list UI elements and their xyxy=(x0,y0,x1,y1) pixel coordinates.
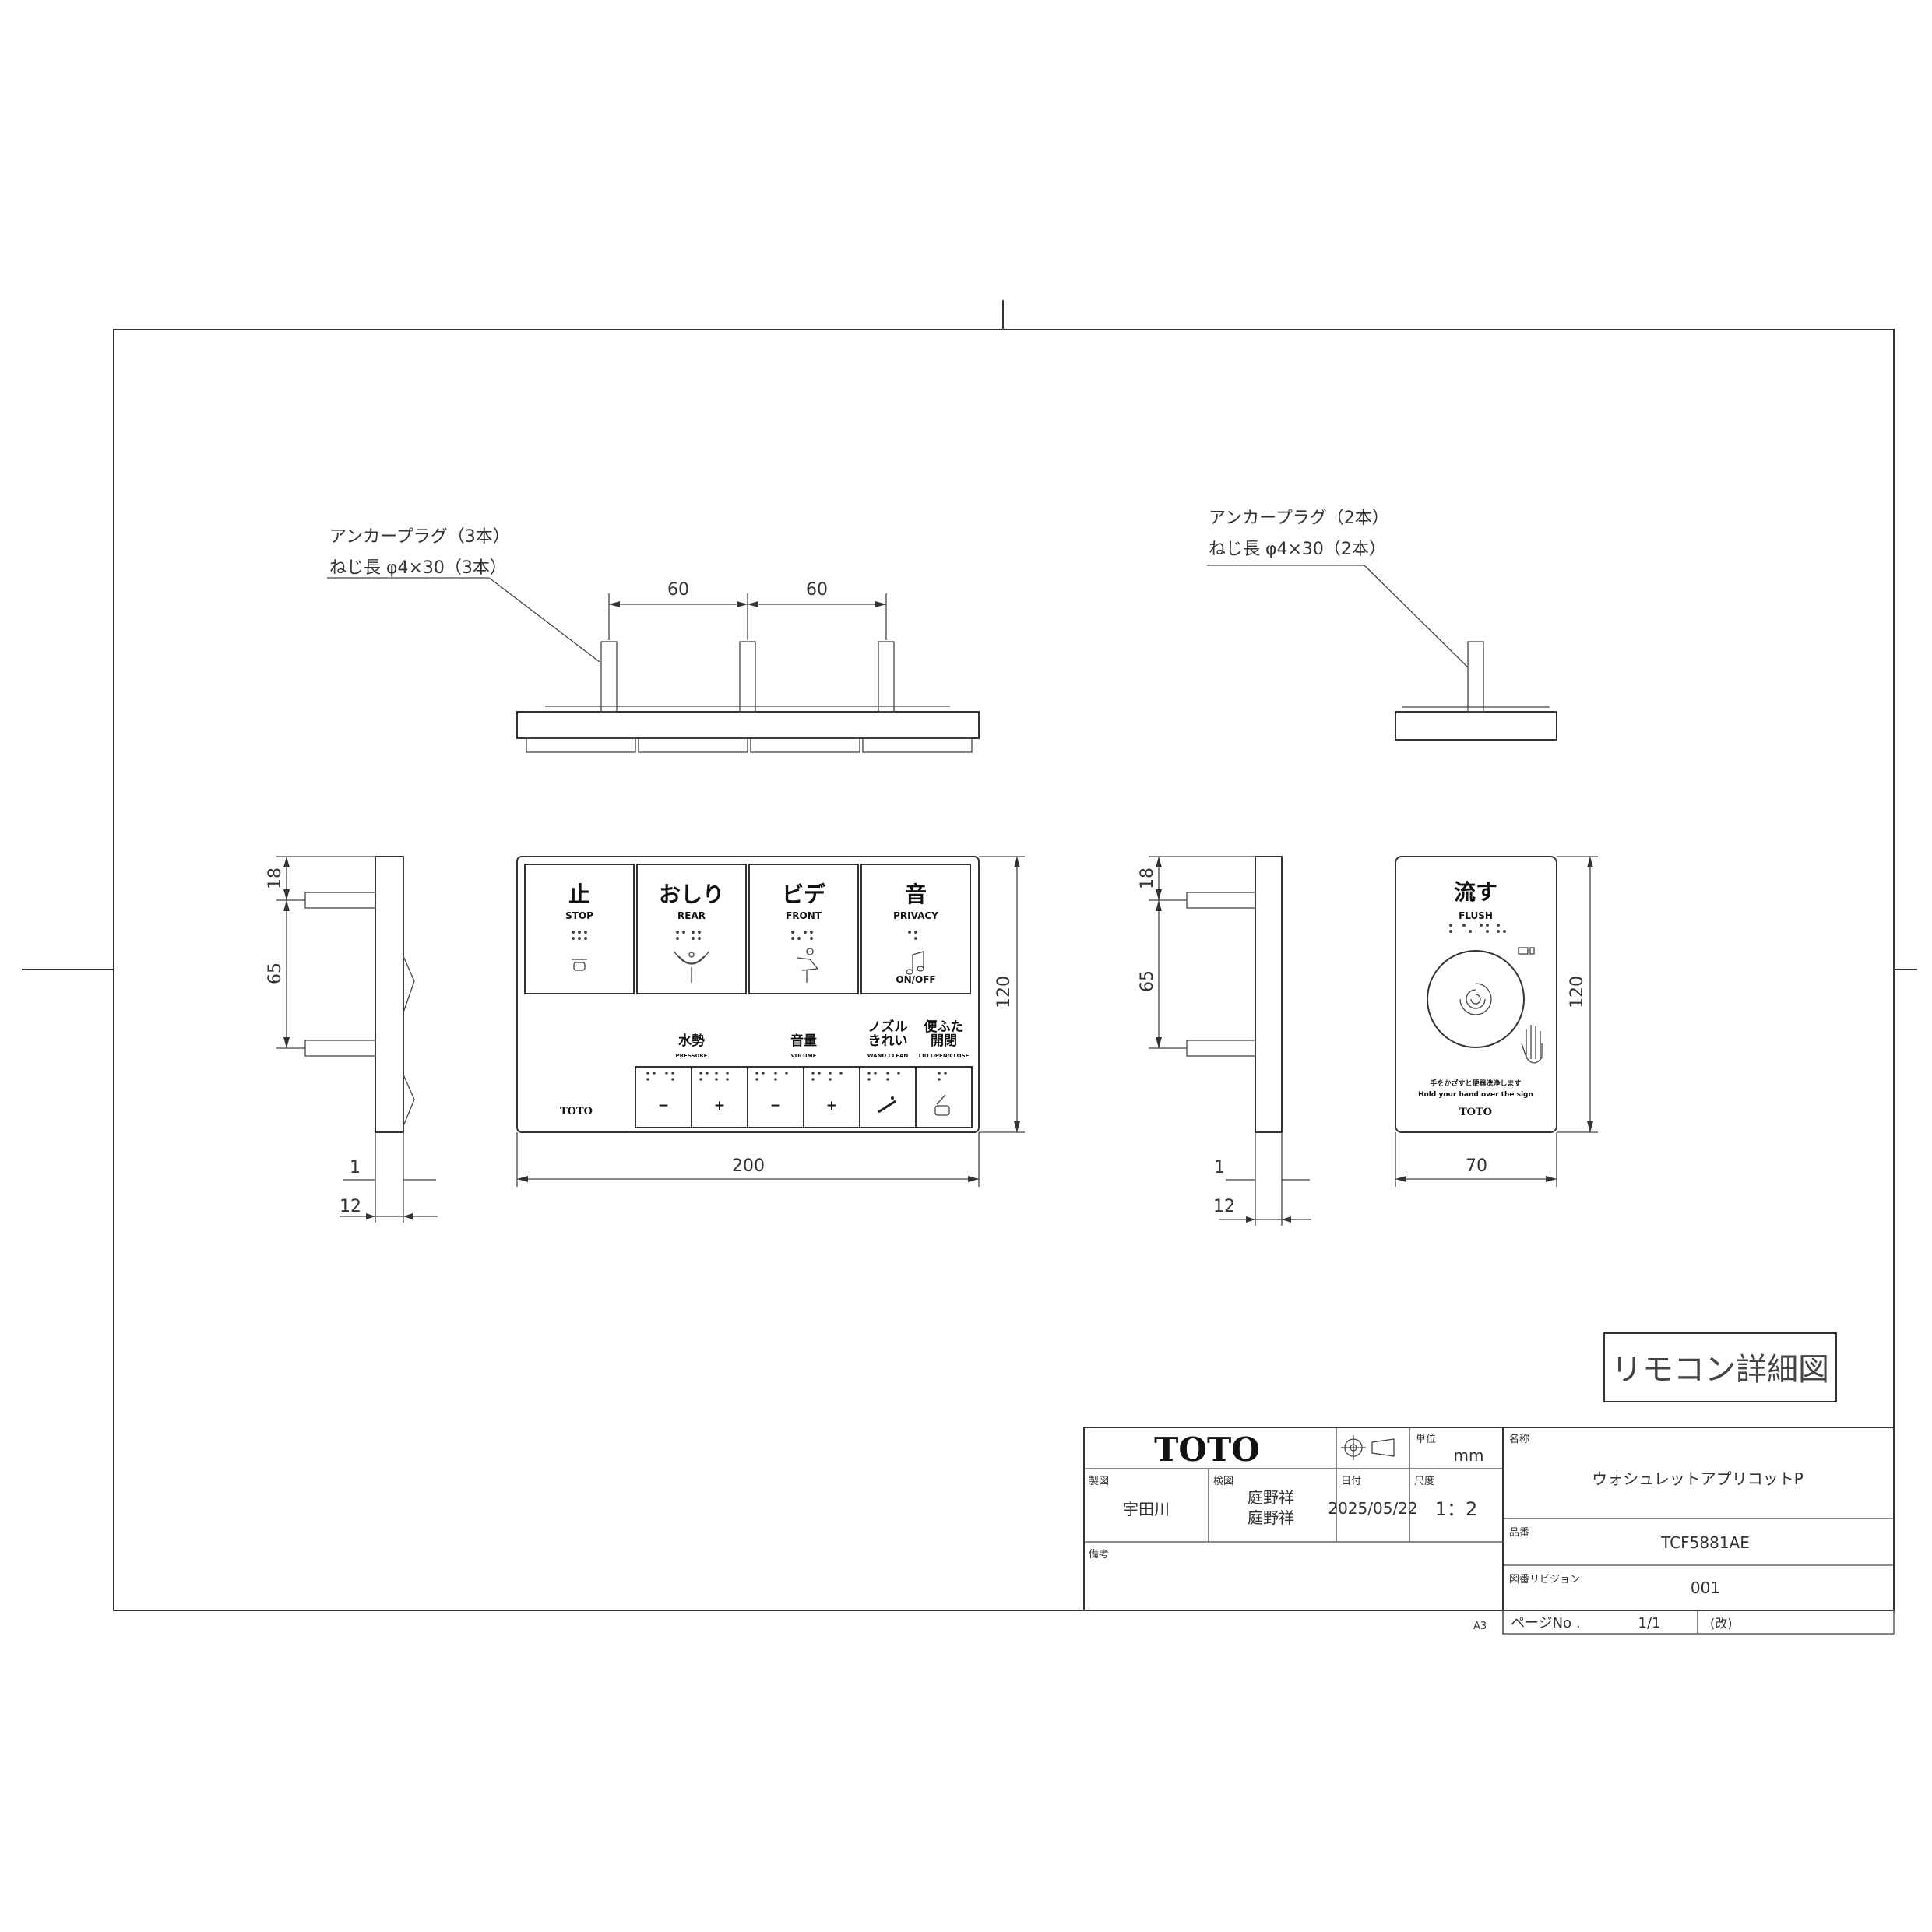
flush-remote-labels: 流す FLUSH 手をかざすと便器洗浄します Hold your hand ov… xyxy=(1418,879,1533,1118)
lid-open-icon xyxy=(934,1094,950,1116)
dim-top-60-b: 60 xyxy=(806,580,828,600)
tb-date-label: 日付 xyxy=(1341,1476,1361,1487)
tb-drafter-value: 宇田川 xyxy=(1123,1500,1170,1519)
battery-icon xyxy=(1518,947,1535,955)
note-anchor-3-line1: アンカープラグ（3本） xyxy=(329,527,510,547)
tb-remarks-label: 備考 xyxy=(1089,1548,1109,1561)
tb-date-value: 2025/05/22 xyxy=(1328,1499,1417,1518)
sheet-border xyxy=(113,329,1895,1611)
btn-privacy-onoff: ON/OFF xyxy=(896,974,935,985)
hand-icon xyxy=(1521,1025,1543,1064)
tb-name-value: ウォシュレットアプリコットP xyxy=(1592,1469,1804,1488)
tb-part-label: 品番 xyxy=(1509,1527,1529,1539)
tb-unit-value: mm xyxy=(1454,1446,1484,1465)
flush-sensor-circle xyxy=(1427,950,1525,1048)
btn-stop-jp: 止 xyxy=(568,882,590,907)
bidet-spray-icon xyxy=(797,948,819,983)
dim-main-120: 120 xyxy=(994,976,1014,1008)
label-wand-jp1: ノズル xyxy=(868,1019,908,1035)
music-note-icon xyxy=(906,951,924,975)
tb-revision-label: 図番リビジョン xyxy=(1509,1574,1580,1585)
btn-rear-en: REAR xyxy=(677,910,706,921)
tb-page-value: 1/1 xyxy=(1638,1615,1661,1631)
tb-part-value: TCF5881AE xyxy=(1660,1533,1750,1552)
title-box-frame xyxy=(1603,1332,1837,1402)
rear-spray-icon xyxy=(674,951,709,983)
tb-scale-label: 尺度 xyxy=(1414,1475,1434,1487)
label-lid-en: LID OPEN/CLOSE xyxy=(919,1053,970,1059)
flush-jp: 流す xyxy=(1454,879,1497,905)
flush-logo: TOTO xyxy=(1459,1107,1492,1118)
dim-flush-120: 120 xyxy=(1568,976,1587,1008)
btn-privacy-en: PRIVACY xyxy=(893,910,938,921)
dim-side2-18: 18 xyxy=(1138,867,1157,889)
title-block: TOTO 単位 mm 名称 ウォシュレットアプリコットP 製図 宇田川 検図 庭… xyxy=(1083,1427,1895,1635)
tb-logo: TOTO xyxy=(1154,1431,1260,1469)
front-view-flush: 120 70 xyxy=(1395,856,1598,1187)
btn-stop-en: STOP xyxy=(565,910,593,921)
tb-drafter-label: 製図 xyxy=(1089,1476,1109,1487)
projection-symbol-icon xyxy=(1341,1435,1395,1460)
dim-side2-12: 12 xyxy=(1213,1197,1235,1216)
label-pressure-jp: 水勢 xyxy=(678,1033,705,1049)
tb-checker-value-2: 庭野祥 xyxy=(1248,1508,1294,1527)
tb-scale-value: 1：2 xyxy=(1435,1498,1478,1520)
label-volume-en: VOLUME xyxy=(791,1053,817,1059)
tb-revision-value: 001 xyxy=(1691,1578,1720,1597)
dim-side-1: 1 xyxy=(350,1158,361,1177)
dim-main-200: 200 xyxy=(732,1156,765,1176)
dim-side-18: 18 xyxy=(266,867,285,889)
swirl-icon xyxy=(1459,983,1492,1015)
flush-hint-en: Hold your hand over the sign xyxy=(1418,1091,1533,1099)
btn-privacy-jp: 音 xyxy=(905,882,927,907)
wand-clean-icon xyxy=(878,1096,896,1114)
btn-front-en: FRONT xyxy=(786,910,822,921)
tb-page-suffix: (改) xyxy=(1710,1616,1733,1631)
note-anchor-2-line1: アンカープラグ（2本） xyxy=(1209,509,1389,528)
dim-side-12: 12 xyxy=(340,1197,361,1216)
btn-volume-minus: − xyxy=(770,1098,781,1114)
top-view-main: 60 60 アンカープラグ（3本） ねじ長 φ4×30（3本） xyxy=(327,527,980,753)
label-wand-en: WAND CLEAN xyxy=(867,1053,909,1059)
flush-hint-jp: 手をかざすと便器洗浄します xyxy=(1430,1079,1521,1088)
tb-checker-label: 検図 xyxy=(1213,1476,1233,1487)
label-lid-jp1: 便ふた xyxy=(924,1019,964,1035)
btn-front-jp: ビデ xyxy=(782,882,826,907)
tb-unit-label: 単位 xyxy=(1416,1433,1436,1445)
btn-volume-plus: + xyxy=(826,1098,837,1114)
main-remote-labels: 止 STOP おしり REAR ビデ FRONT 音 PRIVACY ON/OF… xyxy=(560,882,970,1117)
label-volume-jp: 音量 xyxy=(790,1033,817,1049)
main-remote-logo: TOTO xyxy=(560,1106,593,1117)
tb-name-label: 名称 xyxy=(1509,1433,1529,1445)
title-box-text: リモコン詳細図 xyxy=(1611,1352,1829,1388)
top-view-flush: アンカープラグ（2本） ねじ長 φ4×30（2本） xyxy=(1207,509,1557,741)
btn-pressure-minus: − xyxy=(658,1098,669,1114)
side-view-flush: 18 65 1 12 xyxy=(1138,856,1311,1226)
tb-checker-value-1: 庭野祥 xyxy=(1248,1488,1294,1507)
tb-sheet-size: A3 xyxy=(1473,1621,1487,1632)
btn-rear-jp: おしり xyxy=(659,882,724,907)
label-pressure-en: PRESSURE xyxy=(676,1053,708,1059)
tb-page-label: ページNo . xyxy=(1511,1615,1581,1631)
dim-side2-1: 1 xyxy=(1214,1158,1225,1177)
dim-flush-70: 70 xyxy=(1466,1156,1487,1176)
note-anchor-2-line2: ねじ長 φ4×30（2本） xyxy=(1209,540,1386,559)
flush-en: FLUSH xyxy=(1459,910,1493,921)
dim-side2-65: 65 xyxy=(1138,970,1157,992)
toilet-icon xyxy=(572,959,587,971)
front-view-main: 120 200 xyxy=(516,856,1025,1187)
side-view-main: 18 65 1 12 xyxy=(266,856,438,1223)
btn-pressure-plus: + xyxy=(714,1098,725,1114)
label-wand-jp2: きれい xyxy=(868,1033,908,1049)
note-anchor-3-line2: ねじ長 φ4×30（3本） xyxy=(329,558,507,578)
dim-side-65: 65 xyxy=(266,962,285,984)
label-lid-jp2: 開閉 xyxy=(931,1033,957,1049)
dim-top-60-a: 60 xyxy=(667,580,689,600)
